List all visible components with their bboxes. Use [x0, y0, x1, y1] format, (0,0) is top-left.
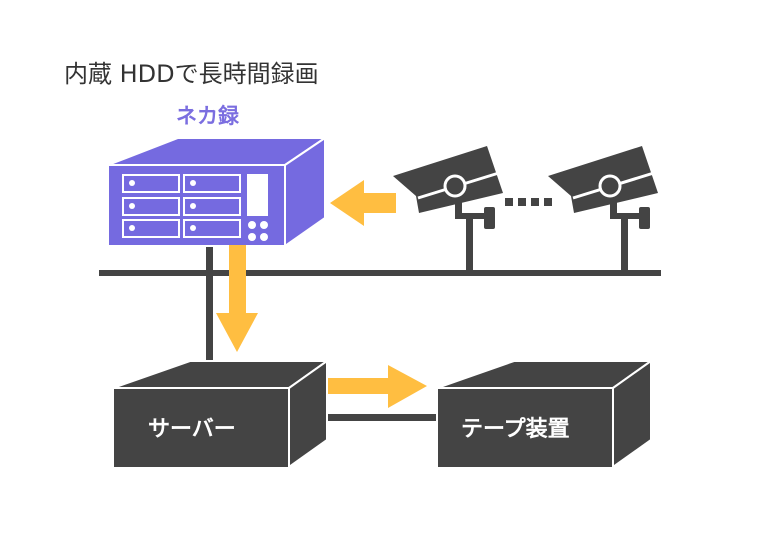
arrow-server-to-tape [328, 365, 427, 408]
camera-icon [393, 146, 503, 273]
ellipsis-dots [505, 198, 552, 206]
server-tape-line [325, 414, 440, 421]
arrow-device-to-server [216, 245, 258, 352]
device-label: ネカ録 [176, 104, 239, 128]
tape-box [436, 359, 655, 469]
tape-label: テープ装置 [461, 417, 570, 442]
camera-icon [548, 146, 658, 273]
server-label: サーバー [148, 417, 236, 442]
arrow-camera-to-device [330, 180, 396, 226]
server-box [112, 359, 331, 469]
recorder-device [107, 136, 329, 248]
diagram-title: 内蔵 HDDで長時間録画 [64, 60, 319, 88]
network-line [99, 270, 661, 276]
device-server-line [206, 240, 213, 362]
